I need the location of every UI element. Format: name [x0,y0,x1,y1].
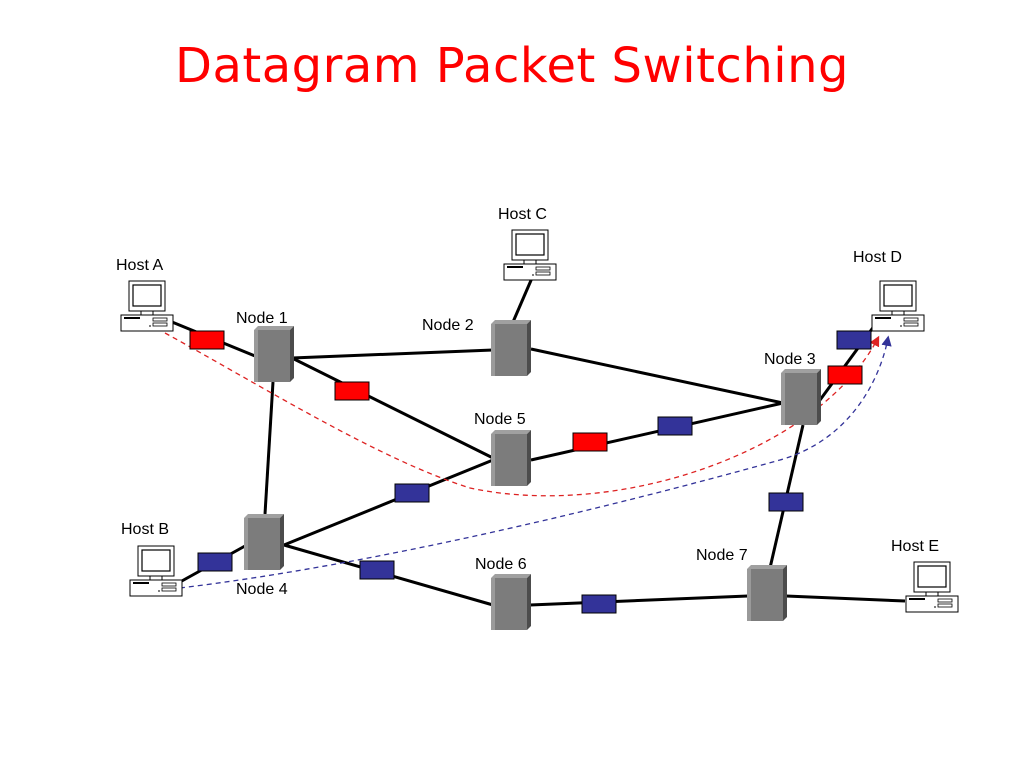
node-3-icon [781,369,821,425]
link-node6-node7 [529,594,749,607]
node-2-icon [491,320,531,376]
node-3-label: Node 3 [764,351,816,368]
blue-packet [359,560,395,580]
host-a-computer-icon [120,280,174,332]
node-4-label: Node 4 [236,581,288,598]
link-node4-node5 [283,458,494,547]
link-node1-node4 [263,381,275,515]
blue-packet [657,416,693,436]
node-1-label: Node 1 [236,310,288,327]
red-packet [189,330,225,350]
node-4-icon [244,514,284,570]
red-packet [572,432,608,452]
host-d-computer-icon [871,280,925,332]
host-c-computer-icon [503,229,557,281]
link-node1-node5 [291,356,494,460]
node-2-label: Node 2 [422,317,474,334]
node-6-icon [491,574,531,630]
blue-packet-route [179,335,892,589]
node-5-label: Node 5 [474,411,526,428]
red-packet [827,365,863,385]
link-node3-hostD [818,317,882,401]
red-packet-route [164,332,880,497]
blue-packet [768,492,804,512]
link-node2-node3 [530,347,784,405]
blue-packet [197,552,233,572]
node-1-icon [254,326,294,382]
blue-packet [394,483,430,503]
host-b-computer-icon [129,545,183,597]
node-6-label: Node 6 [475,556,527,573]
link-node1-node2 [291,348,494,360]
host-a-label: Host A [116,257,163,274]
host-d-label: Host D [853,249,902,266]
host-e-label: Host E [891,538,939,555]
host-e-computer-icon [905,561,959,613]
host-b-label: Host B [121,521,169,538]
link-node7-hostE [785,594,906,603]
node-7-icon [747,565,787,621]
blue-packet [581,594,617,614]
link-hostC-node2 [511,277,534,323]
slide-title: Datagram Packet Switching [175,38,849,94]
host-c-label: Host C [498,206,547,223]
node-7-label: Node 7 [696,547,748,564]
red-packet [334,381,370,401]
blue-packet [836,330,872,350]
node-5-icon [491,430,531,486]
